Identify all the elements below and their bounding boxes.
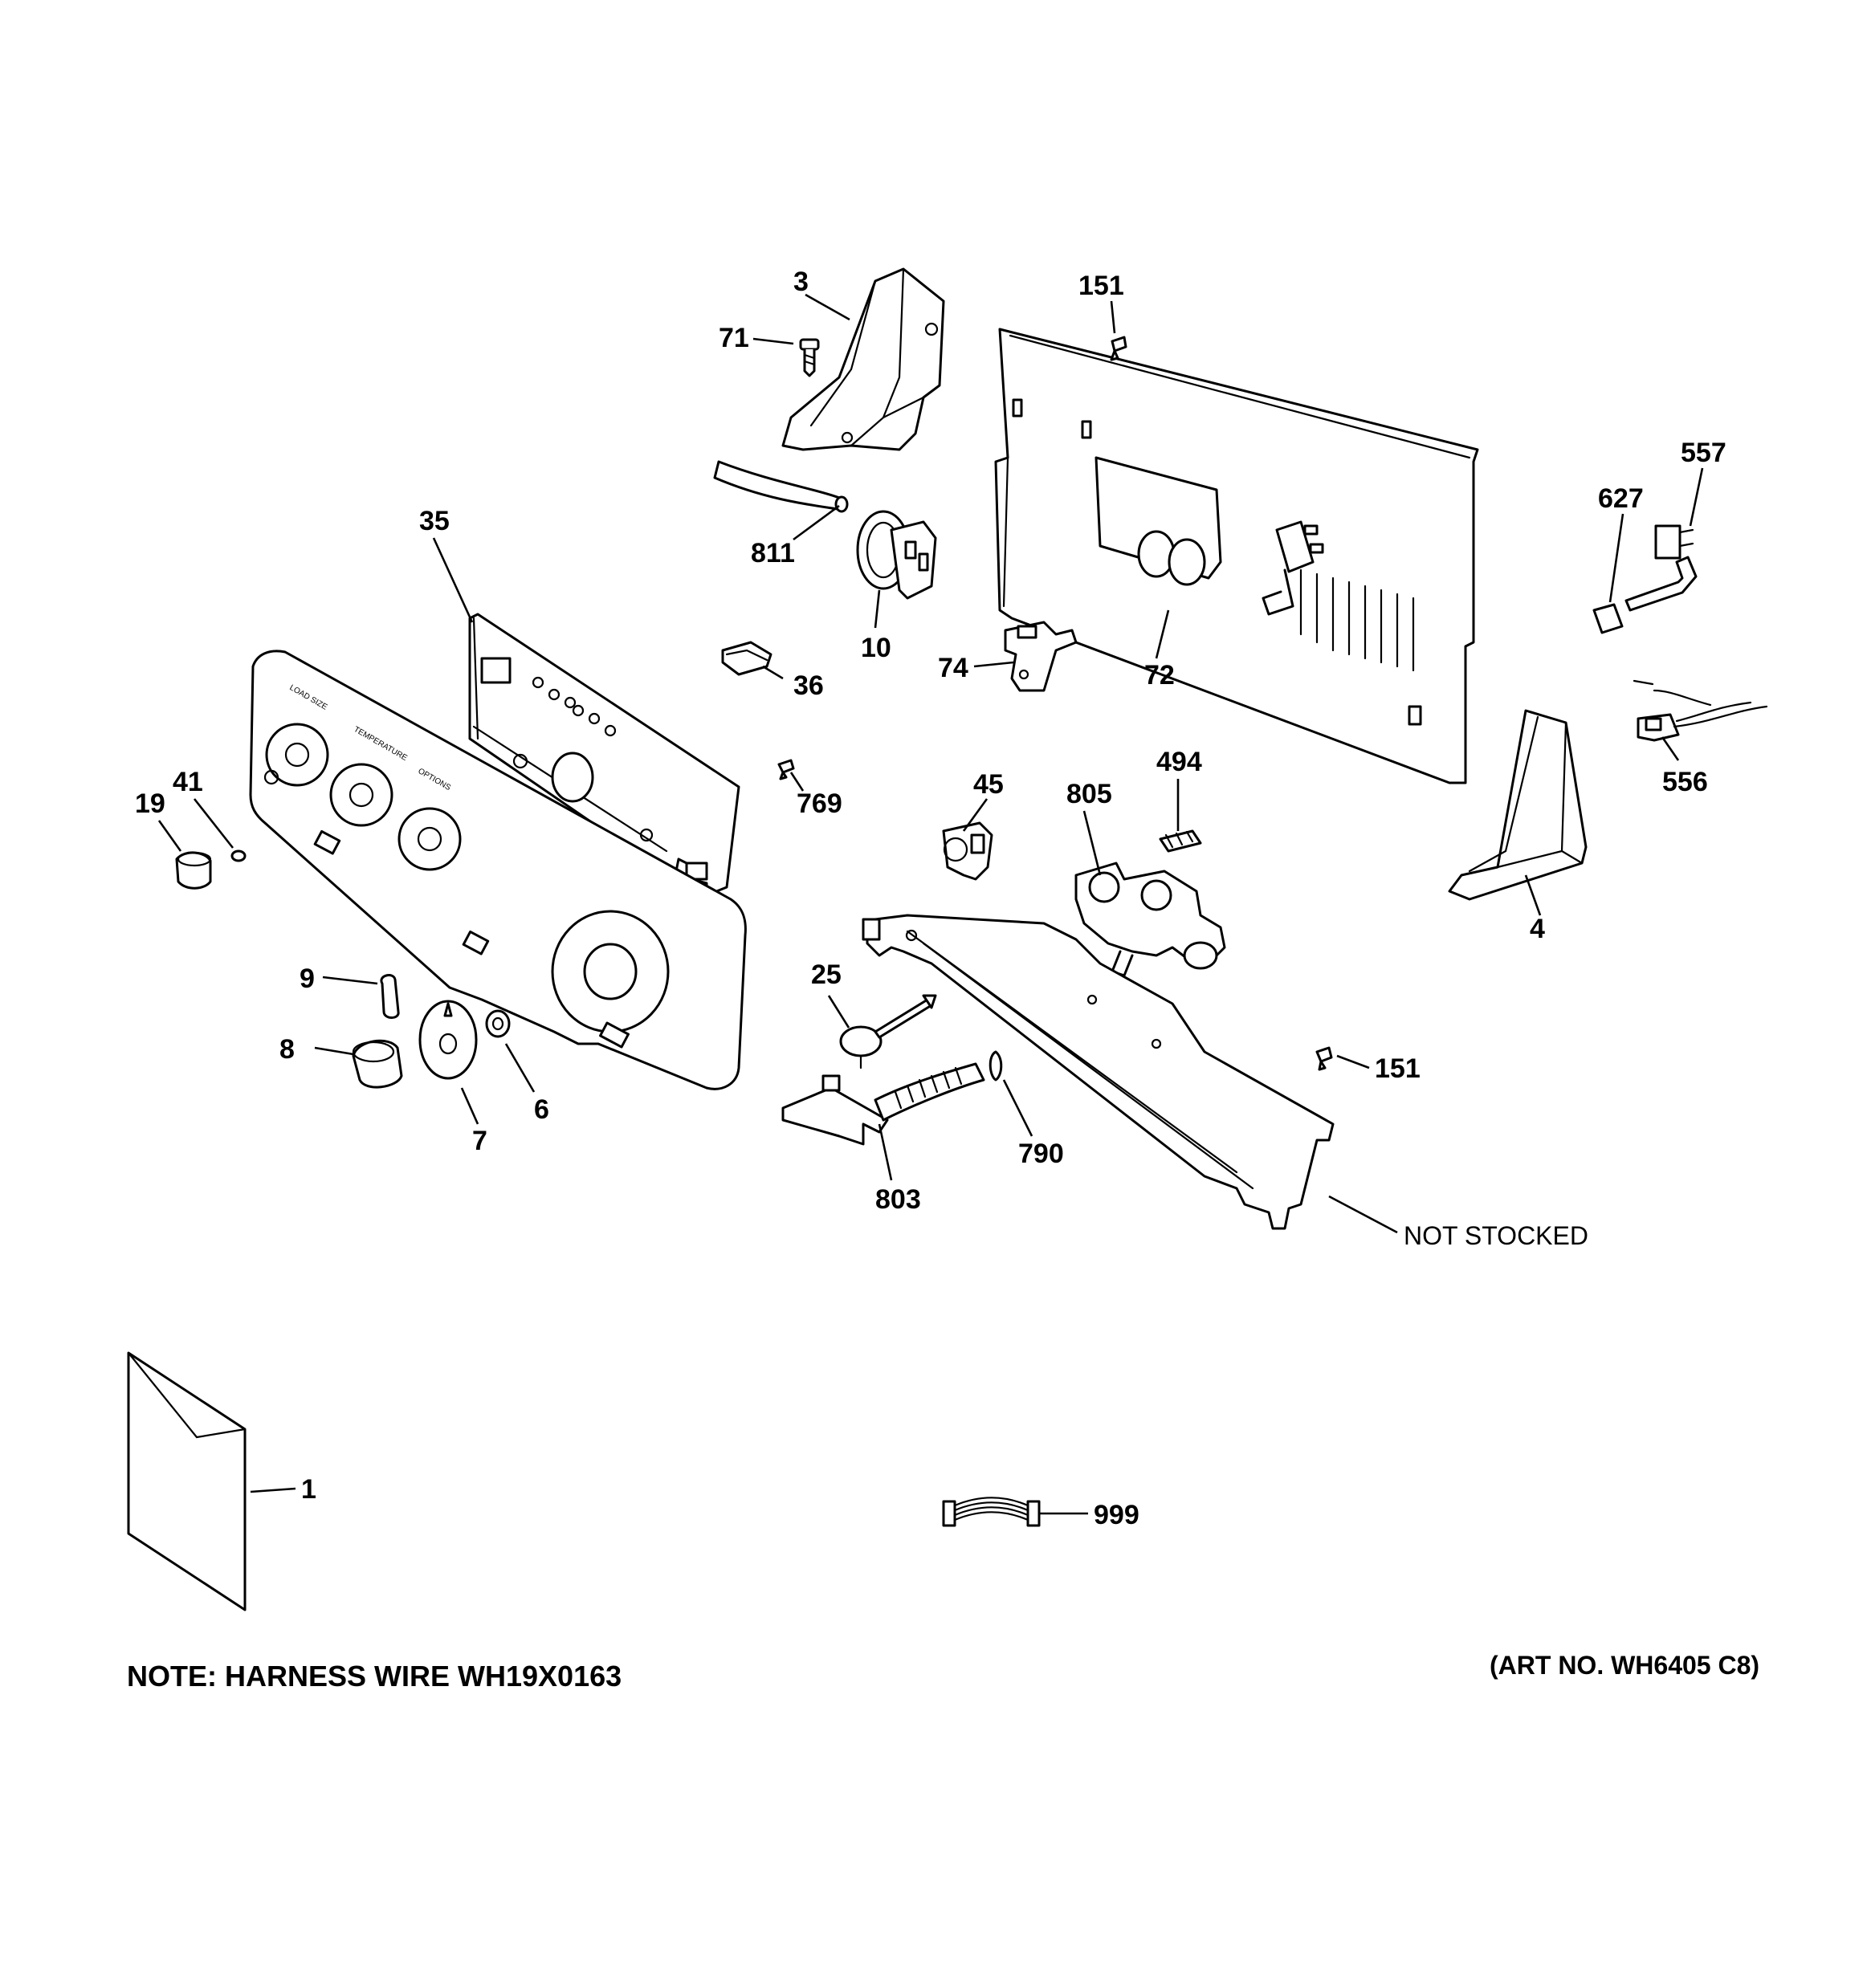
wire-harness-999 [942,1497,1041,1527]
callout-790: 790 [1018,1139,1064,1169]
float-25 [839,994,937,1069]
callout-803: 803 [875,1184,921,1215]
screw-151-lower [1315,1046,1333,1071]
callout-9: 9 [300,963,315,994]
callout-8: 8 [279,1034,295,1065]
callout-151-top: 151 [1078,271,1124,301]
callout-19: 19 [135,788,165,819]
callout-7: 7 [472,1126,487,1156]
knob-8 [352,1039,403,1089]
screw-71 [799,338,820,377]
harness-556 [1633,679,1768,742]
clip-494 [1159,829,1202,853]
callout-769: 769 [797,788,842,819]
backsplash-panel [994,328,1479,784]
callout-10: 10 [861,633,891,663]
console-support-rail [862,914,1335,1230]
callout-41: 41 [173,767,203,797]
screw-769 [777,759,795,780]
pressure-switch-10 [856,510,937,600]
art-number: (ART NO. WH6405 C8) [1490,1651,1759,1680]
callout-494: 494 [1156,747,1202,777]
callout-36: 36 [793,670,824,701]
callout-556: 556 [1662,767,1708,797]
callout-74: 74 [938,653,968,683]
callout-627: 627 [1598,483,1644,514]
harness-note: NOTE: HARNESS WIRE WH19X0163 [127,1660,622,1693]
dial-skirt-7 [418,1000,478,1080]
knob-19 [175,851,212,890]
endcap-bracket-right [1448,709,1588,901]
clamp-790 [989,1050,1003,1082]
screw-151-top [1110,336,1127,361]
callout-151-lower: 151 [1375,1053,1421,1084]
not-stocked-label: NOT STOCKED [1404,1221,1588,1250]
lid-switch-74 [1004,621,1078,692]
callout-71: 71 [719,323,749,353]
callout-811: 811 [751,538,795,568]
callout-25: 25 [811,959,842,990]
literature-envelope [127,1351,247,1611]
endcap-bracket-left [781,267,945,451]
callout-45: 45 [973,769,1004,800]
callout-6: 6 [534,1094,549,1125]
air-dome-803 [781,1062,985,1146]
callout-4: 4 [1530,914,1545,944]
console-panel: LOAD SIZE TEMPERATURE OPTIONS [249,650,747,1090]
callout-35: 35 [419,506,450,536]
water-valve-805 [1074,862,1226,977]
callout-805: 805 [1066,779,1112,809]
hose-811 [713,460,849,513]
callouts: 3 71 151 557 627 811 10 35 36 74 72 4 55… [135,267,1726,1530]
callout-3: 3 [793,267,809,297]
callout-999: 999 [1094,1500,1139,1530]
connector-36 [721,641,772,676]
callout-1: 1 [301,1474,316,1505]
callout-72: 72 [1144,660,1175,691]
plug-627 [1592,524,1698,634]
spring-41 [230,849,247,862]
leader-lines [157,293,1704,1515]
clip-9 [380,974,400,1019]
terminal-557 [1262,520,1324,616]
nut-6 [485,1009,511,1038]
callout-557: 557 [1681,438,1726,468]
valve-45 [942,821,993,881]
